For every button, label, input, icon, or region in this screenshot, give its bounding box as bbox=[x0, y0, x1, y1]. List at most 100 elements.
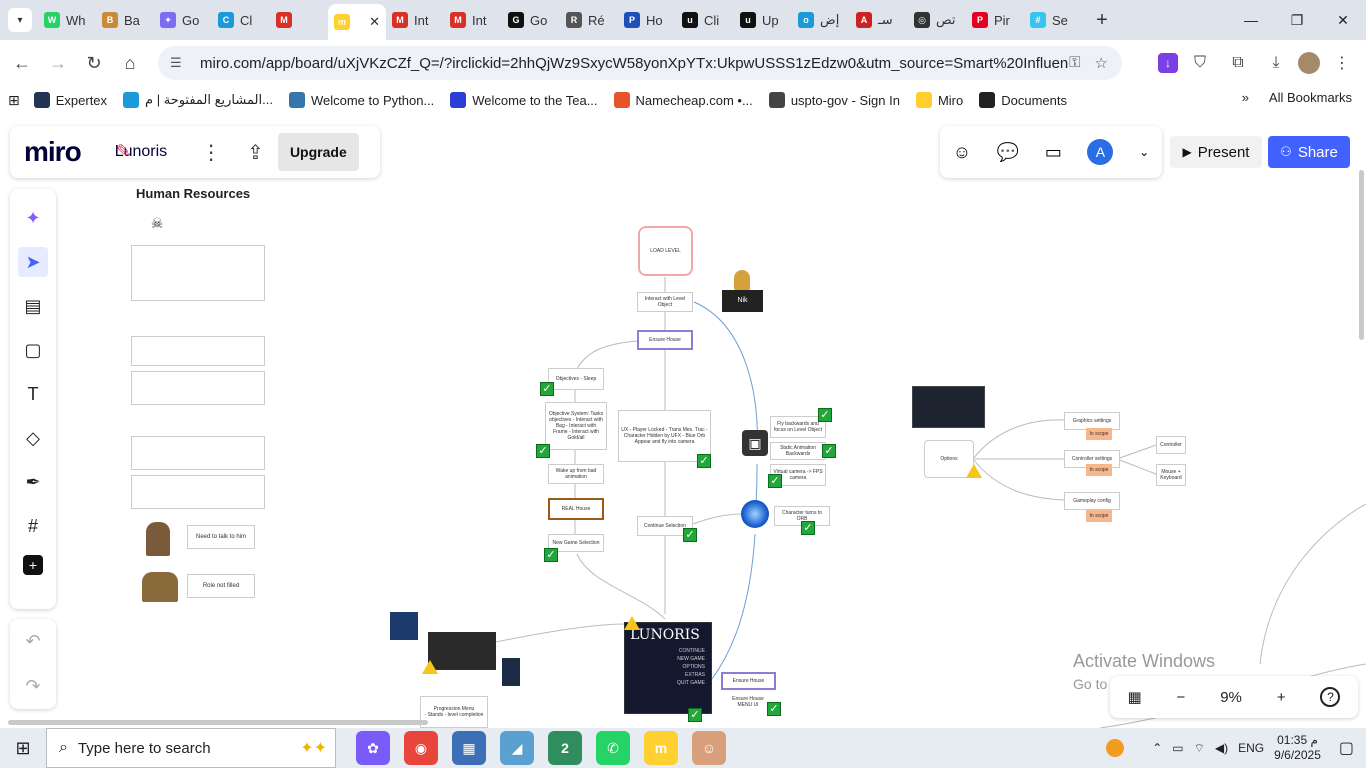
windows-start-icon[interactable]: ⊞ bbox=[15, 737, 31, 758]
mouse-keyboard-node[interactable]: Mouse + Keyboard bbox=[1156, 464, 1186, 486]
bookmark-item[interactable]: Welcome to Python... bbox=[288, 92, 434, 108]
pencil-icon[interactable]: ✎ bbox=[116, 141, 132, 161]
miro-board[interactable]: Human Resources ☠ Need to talk to him Ro… bbox=[0, 114, 1366, 728]
user-avatar[interactable]: A bbox=[1087, 139, 1114, 165]
key-icon[interactable]: ⚿ bbox=[1069, 54, 1081, 71]
taskbar-app-chrome-icon[interactable]: ◉ bbox=[404, 731, 438, 765]
share-button[interactable]: ⚇Share bbox=[1268, 136, 1350, 168]
language-indicator[interactable]: ENG bbox=[1238, 741, 1265, 755]
options-node[interactable]: Options bbox=[924, 440, 974, 478]
horizontal-scrollbar[interactable] bbox=[8, 720, 428, 725]
zoom-level[interactable]: 9% bbox=[1220, 688, 1242, 706]
sticky-note-icon[interactable]: ▢ bbox=[24, 339, 42, 360]
weather-icon[interactable] bbox=[1106, 739, 1125, 757]
controller-node[interactable]: Controller bbox=[1156, 436, 1186, 454]
new-game-node[interactable]: New Game Selection bbox=[548, 534, 604, 552]
templates-icon[interactable]: ▤ bbox=[24, 295, 42, 316]
forward-icon[interactable]: → bbox=[49, 52, 67, 73]
vertical-scrollbar[interactable] bbox=[1359, 170, 1364, 340]
battery-icon[interactable]: ▭ bbox=[1172, 741, 1184, 755]
redo-icon[interactable]: ↷ bbox=[25, 676, 41, 696]
text-tool-icon[interactable]: T bbox=[27, 383, 39, 404]
tab-close-icon[interactable]: ✕ bbox=[369, 14, 380, 29]
taskbar-app-whatsapp-icon[interactable]: ✆ bbox=[596, 731, 630, 765]
ensure-house-2-node[interactable]: Ensure House bbox=[721, 672, 776, 690]
hr-card[interactable] bbox=[131, 336, 265, 366]
bookmark-item[interactable]: Miro bbox=[915, 92, 963, 108]
wake-up-node[interactable]: Wake up from bad animation bbox=[548, 464, 604, 484]
tab-search-icon[interactable]: ▾ bbox=[8, 8, 32, 32]
miro-logo[interactable]: miro bbox=[24, 136, 82, 167]
restore-icon[interactable]: ❐ bbox=[1290, 11, 1304, 28]
home-icon[interactable]: ⌂ bbox=[124, 52, 136, 73]
zoom-out-icon[interactable]: − bbox=[1176, 688, 1186, 706]
ux-node[interactable]: UX - Player Locked - Trans Mes. Trac - C… bbox=[618, 410, 711, 462]
hr-card[interactable] bbox=[131, 436, 265, 470]
hr-note[interactable]: Need to talk to him bbox=[187, 525, 255, 549]
bookmark-item[interactable]: Welcome to the Tea... bbox=[450, 92, 598, 108]
volume-icon[interactable]: ◀) bbox=[1214, 741, 1229, 755]
bookmark-item[interactable]: Documents bbox=[979, 92, 1067, 108]
close-window-icon[interactable]: ✕ bbox=[1337, 11, 1349, 28]
clock[interactable]: 01:35 م 9/6/2025 bbox=[1274, 733, 1321, 763]
reactions-icon[interactable]: ☺ bbox=[952, 141, 972, 162]
bookmark-item[interactable]: Namecheap.com •... bbox=[613, 92, 753, 108]
objectives-node[interactable]: Objectives - Sleep bbox=[548, 368, 604, 390]
bookmark-item[interactable]: المشاريع المفتوحة | م... bbox=[123, 92, 273, 108]
present-button[interactable]: ▶Present bbox=[1170, 136, 1262, 168]
star-icon[interactable]: ☆ bbox=[1094, 55, 1108, 72]
downloads-icon[interactable]: ⤓ bbox=[1272, 54, 1280, 71]
zoom-in-icon[interactable]: + bbox=[1276, 688, 1286, 706]
ensure-house-menu-node[interactable]: Ensure House MENU UI bbox=[727, 694, 769, 710]
extensions-icon[interactable]: ⧉ bbox=[1232, 54, 1244, 71]
video-icon[interactable]: ▭ bbox=[1044, 141, 1062, 162]
network-icon[interactable]: ⌔ bbox=[1193, 740, 1205, 755]
upgrade-button[interactable]: Upgrade bbox=[277, 133, 359, 171]
bookmark-item[interactable]: uspto-gov - Sign In bbox=[768, 92, 900, 108]
chevron-up-icon[interactable]: ⌃ bbox=[1152, 741, 1163, 755]
taskbar-app-copilot-icon[interactable]: ✿ bbox=[356, 731, 390, 765]
browser-tab[interactable]: m✕ bbox=[328, 4, 386, 40]
load-level-node[interactable]: LOAD LEVEL bbox=[638, 226, 693, 276]
ai-sparkle-icon[interactable]: ✦ bbox=[25, 207, 41, 228]
pen-tool-icon[interactable]: ✒ bbox=[25, 471, 41, 492]
notifications-icon[interactable]: ▢ bbox=[1338, 740, 1354, 757]
hr-card[interactable] bbox=[131, 475, 265, 509]
fly-backwards-node[interactable]: Fly backwards and focus on Level Object bbox=[770, 416, 826, 438]
undo-icon[interactable]: ↶ bbox=[25, 631, 41, 651]
back-icon[interactable]: ← bbox=[13, 52, 31, 73]
taskbar-app-avatar-icon[interactable]: ☺ bbox=[692, 731, 726, 765]
site-info-icon[interactable]: ☰ bbox=[170, 55, 182, 70]
taskbar-app-edge-like-icon[interactable]: ◢ bbox=[500, 731, 534, 765]
profile-avatar[interactable] bbox=[1298, 52, 1320, 74]
objective-system-node[interactable]: Objective System: Tasks objectives - Int… bbox=[545, 402, 607, 450]
export-icon[interactable]: ⇪ bbox=[247, 141, 264, 164]
all-bookmarks-link[interactable]: All Bookmarks bbox=[1268, 90, 1352, 105]
board-name[interactable]: Lunoris bbox=[114, 143, 168, 160]
more-bookmarks-icon[interactable]: » bbox=[1241, 90, 1249, 105]
shield-icon[interactable]: ⛉ bbox=[1193, 54, 1206, 71]
apps-icon[interactable]: ⊞ bbox=[8, 91, 20, 108]
comments-icon[interactable]: 💬 bbox=[996, 141, 1020, 162]
address-bar[interactable]: ☰ miro.com/app/board/uXjVKzCZf_Q=/?ircli… bbox=[158, 46, 1122, 80]
taskbar-app-calculator-icon[interactable]: ▦ bbox=[452, 731, 486, 765]
hr-skull-icon[interactable]: ☠ bbox=[148, 214, 166, 232]
url-text[interactable]: miro.com/app/board/uXjVKzCZf_Q=/?irclick… bbox=[200, 54, 1070, 72]
minimap-icon[interactable]: ▦ bbox=[1127, 689, 1142, 706]
menu-icon[interactable]: ⋮ bbox=[1334, 55, 1350, 72]
continue-node[interactable]: Continue Selection bbox=[637, 516, 693, 536]
minimize-icon[interactable]: — bbox=[1244, 12, 1258, 28]
extension-download-icon[interactable]: ↓ bbox=[1158, 53, 1178, 73]
hr-card[interactable] bbox=[131, 371, 265, 405]
static-animation-node[interactable]: Static Animation Backwards bbox=[770, 442, 826, 460]
taskbar-app-chrome-2-icon[interactable]: 2 bbox=[548, 731, 582, 765]
